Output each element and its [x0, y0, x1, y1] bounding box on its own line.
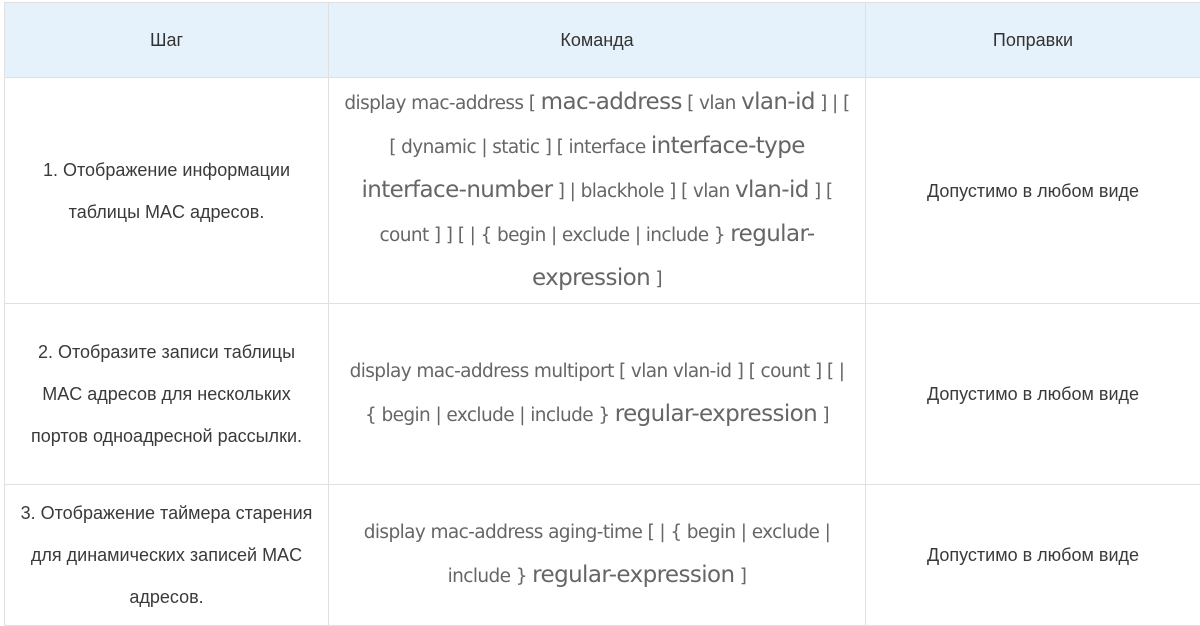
command-cell: display mac-address aging-time [ | { beg… — [329, 485, 866, 626]
command-param: mac-address — [541, 89, 682, 115]
command-table: Шаг Команда Поправки 1. Отображение инфо… — [4, 2, 1200, 626]
table-row: 1. Отображение информации таблицы MAC ад… — [5, 78, 1200, 304]
step-cell: 2. Отобразите записи таблицы MAC адресов… — [5, 304, 329, 485]
command-param: regular-expression — [615, 401, 817, 427]
command-keyword: display mac-address [ — [344, 93, 535, 114]
command-param: vlan-id — [741, 89, 815, 115]
table-body: 1. Отображение информации таблицы MAC ад… — [5, 78, 1200, 626]
step-cell: 1. Отображение информации таблицы MAC ад… — [5, 78, 329, 304]
table-row: 2. Отобразите записи таблицы MAC адресов… — [5, 304, 1200, 485]
remark-cell: Допустимо в любом виде — [866, 304, 1200, 485]
command-param: vlan-id — [735, 177, 809, 203]
remark-cell: Допустимо в любом виде — [866, 485, 1200, 626]
table-row: 3. Отображение таймера старения для дина… — [5, 485, 1200, 626]
header-remarks: Поправки — [866, 3, 1200, 78]
command-cell: display mac-address multiport [ vlan vla… — [329, 304, 866, 485]
step-cell: 3. Отображение таймера старения для дина… — [5, 485, 329, 626]
command-keyword: ] — [740, 566, 747, 587]
header-command: Команда — [329, 3, 866, 78]
command-keyword: ] | blackhole ] [ vlan — [558, 181, 730, 202]
header-row: Шаг Команда Поправки — [5, 3, 1200, 78]
command-param: regular-expression — [532, 562, 734, 588]
command-keyword: ] — [822, 405, 829, 426]
remark-cell: Допустимо в любом виде — [866, 78, 1200, 304]
command-cell: display mac-address [ mac-address [ vlan… — [329, 78, 866, 304]
command-keyword: [ vlan — [687, 93, 736, 114]
command-keyword: ] — [655, 269, 662, 290]
header-step: Шаг — [5, 3, 329, 78]
table-header: Шаг Команда Поправки — [5, 3, 1200, 78]
